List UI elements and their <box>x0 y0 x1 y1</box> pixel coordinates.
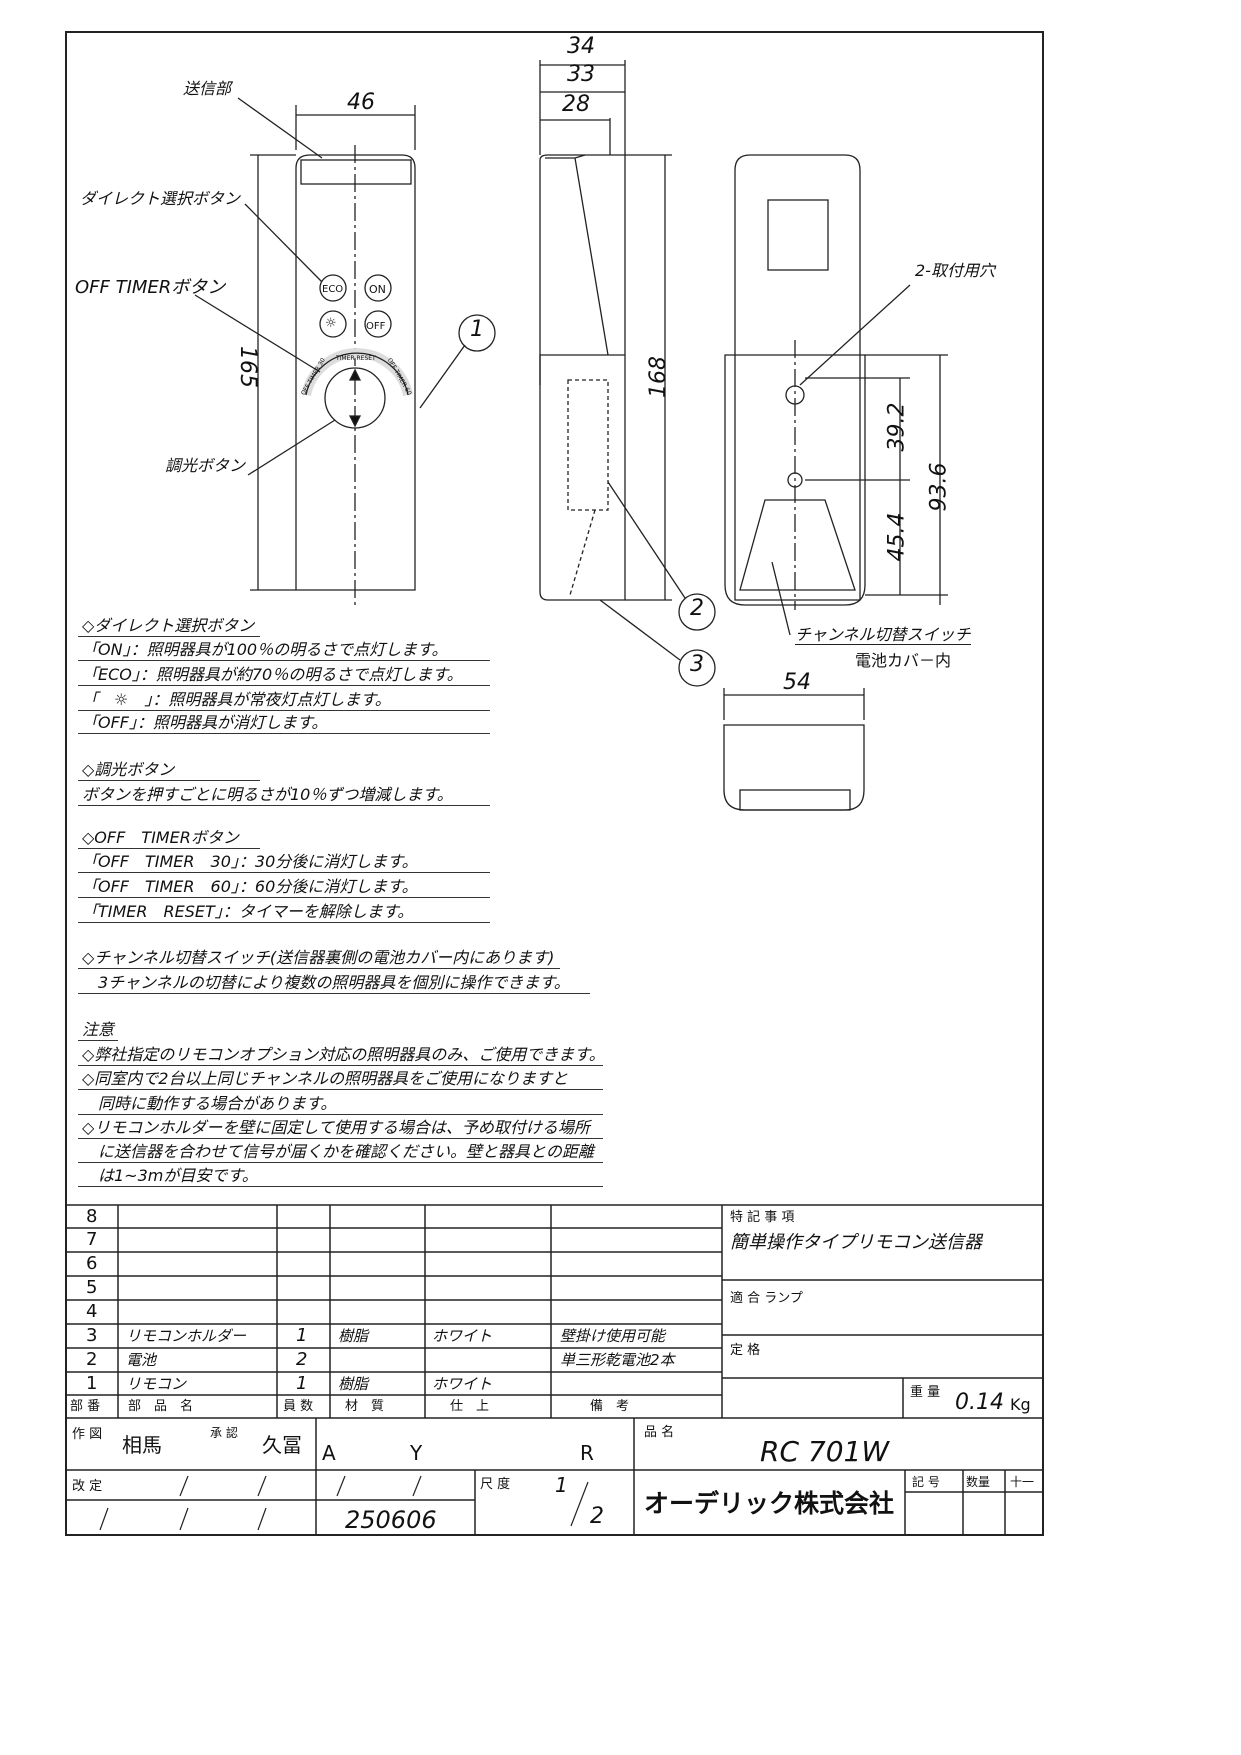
off-button-label: OFF <box>366 321 386 332</box>
note-line: 3チャンネルの切替により複数の照明器具を個別に操作できます。 <box>78 973 590 994</box>
note-line: ◇同室内で2台以上同じチャンネルの照明器具をご使用になりますと <box>78 1069 603 1090</box>
label-dimmer-button: 調光ボタン <box>165 456 246 475</box>
note-line: 同時に動作する場合があります。 <box>78 1094 603 1115</box>
note-line: ◇OFF TIMERボタン <box>78 828 260 849</box>
ayr-y: Y <box>410 1441 423 1465</box>
note-line: 「OFF TIMER 30」：30分後に消灯します。 <box>78 852 490 873</box>
header-remarks: 備 考 <box>590 1399 630 1414</box>
rating-label: 定 格 <box>730 1343 761 1358</box>
note-line: ボタンを押すごとに明るさが10％ずつ増減します。 <box>78 785 490 806</box>
label-battery-cover: 電池カバ－内 <box>855 651 952 670</box>
note-line: ◇ダイレクト選択ボタン <box>78 616 260 637</box>
product-label: 品 名 <box>644 1425 675 1440</box>
scale-label: 尺 度 <box>480 1477 511 1492</box>
note-line: 注意 <box>78 1020 118 1041</box>
label-direct-button: ダイレクト選択ボタン <box>80 189 241 208</box>
notes-value: 簡単操作タイプリモコン送信器 <box>730 1232 982 1253</box>
dim-39-2: 39.2 <box>884 402 910 452</box>
table-cell-remarks: 壁掛け使用可能 <box>560 1327 666 1345</box>
dim-54: 54 <box>783 670 811 695</box>
note-line: 「ON」：照明器具が100％の明るさで点灯します。 <box>78 640 490 661</box>
part-marker-1: 1 <box>470 317 484 342</box>
note-line: 「TIMER RESET」：タイマーを解除します。 <box>78 902 490 923</box>
approved-by: 久冨 <box>262 1433 302 1457</box>
table-cell-part-no: 6 <box>86 1253 98 1274</box>
header-material: 材 質 <box>345 1399 385 1414</box>
symbol-label: 記 号 <box>912 1475 940 1489</box>
qty-label: 数量 <box>966 1475 991 1489</box>
dim-168: 168 <box>646 356 671 398</box>
scale-denominator: 2 <box>590 1504 604 1529</box>
weight-value: 0.14 <box>955 1390 1004 1415</box>
note-line: 「OFF TIMER 60」：60分後に消灯します。 <box>78 877 490 898</box>
dim-34: 34 <box>567 34 595 59</box>
table-cell-remarks: 単三形乾電池2本 <box>560 1351 675 1369</box>
table-cell-part-name: 電池 <box>126 1351 157 1369</box>
dim-165: 165 <box>235 346 260 388</box>
dim-28: 28 <box>562 92 590 117</box>
company-name: オーデリック株式会社 <box>644 1489 895 1518</box>
timer-reset-label: TIMER RESET <box>336 355 376 362</box>
table-cell-part-name: リモコン <box>126 1375 187 1393</box>
dim-45-4: 45.4 <box>884 512 910 562</box>
part-marker-3: 3 <box>690 652 704 677</box>
table-cell-part-no: 7 <box>86 1229 98 1250</box>
note-line: 「ECO」：照明器具が約70％の明るさで点灯します。 <box>78 665 490 686</box>
ayr-r: R <box>580 1441 594 1465</box>
note-line: ◇リモコンホルダーを壁に固定して使用する場合は、予め取付ける場所 <box>78 1118 603 1139</box>
drawn-by: 相馬 <box>122 1433 162 1457</box>
table-cell-part-no: 5 <box>86 1277 98 1298</box>
date: 250606 <box>345 1506 437 1534</box>
header-finish: 仕 上 <box>450 1399 490 1414</box>
table-cell-finish: ホワイト <box>432 1327 493 1345</box>
dim-93-6: 93.6 <box>926 462 952 512</box>
label-mount-holes: 2-取付用穴 <box>915 261 995 280</box>
table-cell-part-no: 4 <box>86 1301 98 1322</box>
dim-33: 33 <box>567 62 595 87</box>
note-line: ◇弊社指定のリモコンオプション対応の照明器具のみ、ご使用できます。 <box>78 1045 605 1066</box>
part-marker-2: 2 <box>690 596 704 621</box>
weight-unit: Kg <box>1010 1395 1031 1414</box>
dim-46: 46 <box>347 90 375 115</box>
label-transmitter: 送信部 <box>183 79 232 98</box>
approved-label: 承 認 <box>210 1426 238 1440</box>
label-channel-switch: チャンネル切替スイッチ <box>795 625 971 645</box>
eco-button-label: ECO <box>322 284 344 295</box>
on-button-label: ON <box>369 283 386 296</box>
header-part-no: 部 番 <box>70 1399 101 1414</box>
table-cell-part-name: リモコンホルダー <box>126 1327 247 1345</box>
table-cell-material: 樹脂 <box>338 1327 369 1345</box>
mark-label: 十一 <box>1010 1475 1035 1489</box>
table-cell-part-no: 2 <box>86 1349 98 1370</box>
table-cell-part-no: 3 <box>86 1325 98 1346</box>
header-qty: 員 数 <box>283 1399 314 1414</box>
scale-numerator: 1 <box>555 1473 568 1497</box>
revision-label: 改 定 <box>72 1479 103 1494</box>
drawn-label: 作 図 <box>72 1427 103 1442</box>
note-line: は1~3mが目安です。 <box>78 1166 603 1187</box>
note-line: ◇チャンネル切替スイッチ(送信器裏側の電池カバー内にあります) <box>78 948 560 969</box>
table-cell-material: 樹脂 <box>338 1375 369 1393</box>
table-cell-part-no: 8 <box>86 1206 98 1227</box>
note-line: ◇調光ボタン <box>78 760 260 781</box>
table-cell-quantity: 1 <box>296 1325 308 1346</box>
note-line: 「 ☼ 」：照明器具が常夜灯点灯します。 <box>78 690 490 711</box>
table-cell-part-no: 1 <box>86 1373 98 1394</box>
header-part-name: 部 品 名 <box>128 1399 194 1414</box>
table-cell-finish: ホワイト <box>432 1375 493 1393</box>
product-name: RC 701W <box>760 1435 890 1468</box>
note-line: 「OFF」：照明器具が消灯します。 <box>78 713 490 734</box>
lamp-label: 適 合 ランプ <box>730 1291 803 1306</box>
note-line: に送信器を合わせて信号が届くかを確認ください。壁と器具との距離 <box>78 1142 603 1163</box>
table-cell-quantity: 2 <box>296 1349 308 1370</box>
scale-slash <box>570 1481 589 1527</box>
table-cell-quantity: 1 <box>296 1373 308 1394</box>
weight-label: 重 量 <box>910 1385 941 1400</box>
label-off-timer-button: OFF TIMERボタン <box>75 277 226 298</box>
ayr-a: A <box>322 1441 336 1465</box>
night-light-icon: ☼ <box>325 316 337 331</box>
notes-label: 特 記 事 項 <box>730 1210 795 1225</box>
